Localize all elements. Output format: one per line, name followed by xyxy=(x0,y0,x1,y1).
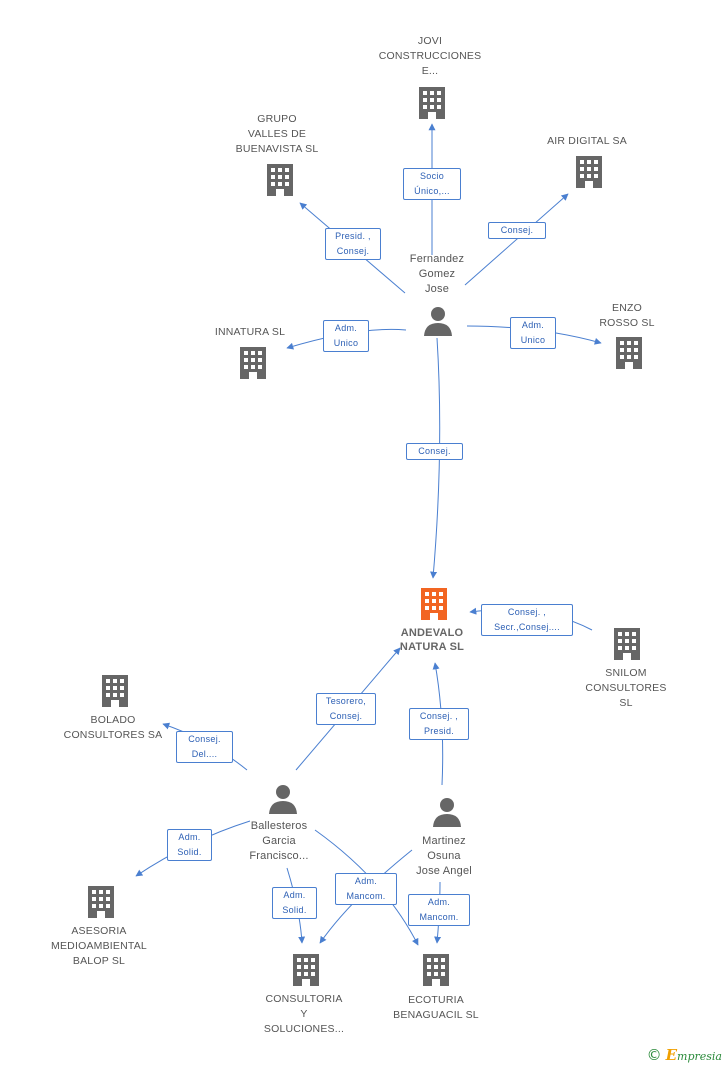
edge-fernandez-air xyxy=(464,193,569,286)
edge-label-fernandez-jovi[interactable]: Socio Único,... xyxy=(403,168,461,200)
brand-footer: © Empresia xyxy=(647,1046,722,1064)
node-label-jovi[interactable]: JOVI CONSTRUCCIONES E... xyxy=(378,35,482,77)
node-label-bolado[interactable]: BOLADO CONSULTORES SA xyxy=(63,714,163,741)
node-label-fernandez[interactable]: Fernandez Gomez Jose xyxy=(409,253,465,295)
building-icon-andevalo xyxy=(419,586,449,625)
person-icon-fernandez xyxy=(424,306,452,341)
brand-logo: Empresia xyxy=(665,1046,722,1064)
building-icon-air-digital xyxy=(574,154,604,193)
edge-label-mancom-shared[interactable]: Adm. Mancom. xyxy=(335,873,397,905)
edge-label-martinez-ecoturia[interactable]: Adm. Mancom. xyxy=(408,894,470,926)
edge-label-fernandez-air[interactable]: Consej. xyxy=(488,222,546,239)
node-label-martinez[interactable]: Martinez Osuna Jose Angel xyxy=(416,835,472,877)
node-label-air-digital[interactable]: AIR DIGITAL SA xyxy=(547,135,627,147)
node-label-grupo-valles[interactable]: GRUPO VALLES DE BUENAVISTA SL xyxy=(235,113,319,155)
building-icon-innatura xyxy=(238,345,268,384)
building-icon-grupo-valles xyxy=(265,162,295,201)
edge-label-ballesteros-bolado[interactable]: Consej. Del.... xyxy=(176,731,233,763)
person-icon-martinez xyxy=(433,797,461,832)
node-label-asesoria[interactable]: ASESORIA MEDIOAMBIENTAL BALOP SL xyxy=(51,925,147,967)
edge-label-fernandez-andevalo[interactable]: Consej. xyxy=(406,443,463,460)
building-icon-ecoturia xyxy=(421,952,451,991)
node-label-andevalo[interactable]: ANDEVALO NATURA SL xyxy=(399,627,465,653)
node-label-snilom[interactable]: SNILOM CONSULTORES SL xyxy=(585,667,667,709)
node-label-ecoturia[interactable]: ECOTURIA BENAGUACIL SL xyxy=(393,994,479,1021)
building-icon-bolado xyxy=(100,673,130,712)
edge-label-fernandez-innatura[interactable]: Adm. Unico xyxy=(323,320,369,352)
node-label-consultoria[interactable]: CONSULTORIA Y SOLUCIONES... xyxy=(263,993,345,1035)
edge-label-ballesteros-andevalo[interactable]: Tesorero, Consej. xyxy=(316,693,376,725)
building-icon-consultoria xyxy=(291,952,321,991)
edge-label-fernandez-enzo[interactable]: Adm. Unico xyxy=(510,317,556,349)
node-label-innatura[interactable]: INNATURA SL xyxy=(214,326,286,338)
building-icon-asesoria xyxy=(86,884,116,923)
edge-label-ballesteros-consultoria[interactable]: Adm. Solid. xyxy=(272,887,317,919)
edge-label-fernandez-grupo[interactable]: Presid. , Consej. xyxy=(325,228,381,260)
edge-label-ballesteros-asesoria[interactable]: Adm. Solid. xyxy=(167,829,212,861)
node-label-enzo-rosso[interactable]: ENZO ROSSO SL xyxy=(599,302,655,329)
node-label-ballesteros[interactable]: Ballesteros Garcia Francisco... xyxy=(249,820,309,862)
person-icon-ballesteros xyxy=(269,784,297,819)
copyright-icon: © xyxy=(646,1046,662,1064)
edge-label-martinez-andevalo[interactable]: Consej. , Presid. xyxy=(409,708,469,740)
building-icon-snilom xyxy=(612,626,642,665)
edge-label-snilom-andevalo[interactable]: Consej. , Secr.,Consej.... xyxy=(481,604,573,636)
building-icon-jovi xyxy=(417,85,447,124)
building-icon-enzo-rosso xyxy=(614,335,644,374)
